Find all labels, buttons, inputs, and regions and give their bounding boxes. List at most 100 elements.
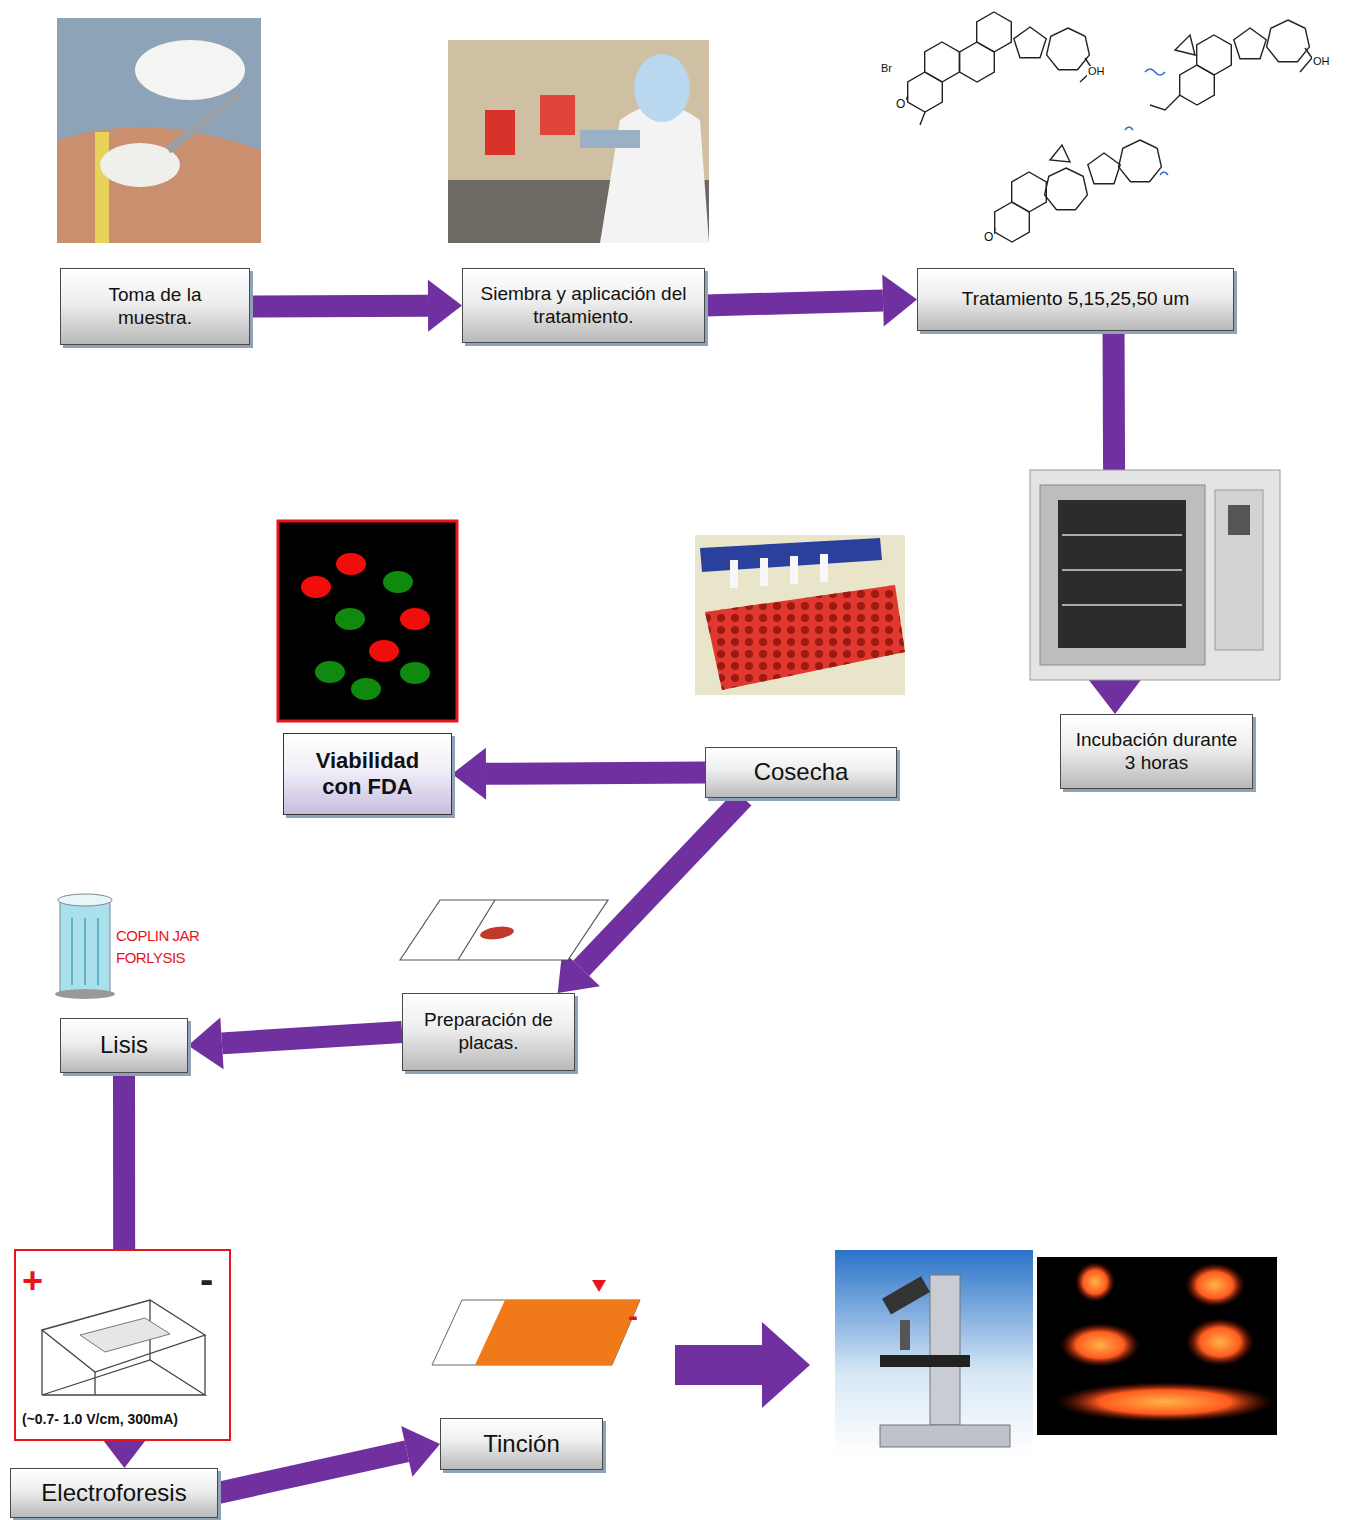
bond	[1150, 95, 1180, 110]
box-text: Incubación durante 3 horas	[1071, 729, 1242, 775]
arrow-shaft	[705, 300, 883, 305]
tank	[204, 1335, 205, 1395]
live-cell	[335, 608, 365, 630]
live-cell	[315, 661, 345, 683]
process-box: Electroforesis	[10, 1468, 218, 1518]
box-text: Viabilidad con FDA	[294, 748, 441, 801]
arm	[57, 127, 261, 243]
eyepiece	[882, 1276, 930, 1314]
staining-slide	[432, 1280, 640, 1365]
illustration-label: COPLIN JAR	[116, 928, 199, 944]
process-box: Siembra y aplicación del tratamiento.	[462, 268, 705, 343]
tank	[94, 1372, 95, 1395]
slide-in-jar	[71, 918, 73, 985]
ring	[1119, 140, 1162, 182]
red-flask	[485, 110, 515, 155]
arrow-head	[428, 280, 462, 332]
illustration-label: OH	[1087, 66, 1106, 78]
ring	[1045, 168, 1088, 210]
photo-ground	[448, 40, 709, 243]
tank	[42, 1300, 205, 1372]
comet-ground	[1037, 1257, 1277, 1435]
objective	[900, 1320, 910, 1350]
slide-outline	[432, 1300, 640, 1365]
bond	[1160, 172, 1168, 175]
box-text: Siembra y aplicación del tratamiento.	[473, 283, 694, 329]
shelf	[1062, 569, 1182, 571]
ring	[1047, 28, 1090, 70]
shelf	[1062, 534, 1182, 536]
bond	[1300, 48, 1312, 72]
gel	[80, 1318, 170, 1352]
photo-ground	[835, 1250, 1033, 1457]
red-rack	[705, 585, 905, 690]
illustration-label: O	[895, 98, 906, 111]
electrophoresis-tank	[15, 1250, 230, 1440]
ring	[1234, 28, 1266, 59]
ring	[1180, 65, 1215, 105]
incubator-door	[1040, 485, 1205, 665]
jar-rim	[58, 894, 112, 906]
process-box: Lisis	[60, 1018, 188, 1073]
rack	[580, 130, 640, 148]
slide-in-jar	[97, 918, 99, 985]
tank-frame	[15, 1250, 230, 1440]
tube	[790, 556, 798, 584]
illustration-label: (~0.7- 1.0 V/cm, 300mA)	[22, 1412, 178, 1427]
stained-gel	[475, 1300, 640, 1365]
incubator	[1030, 470, 1280, 680]
ring	[995, 202, 1030, 242]
arrow-head	[401, 1426, 440, 1477]
tourniquet	[95, 132, 109, 243]
illustration-label: OH	[1312, 56, 1331, 68]
control-panel	[1215, 490, 1263, 650]
box-text: Preparación de placas.	[413, 1009, 564, 1055]
marker-triangle	[592, 1280, 606, 1292]
tube	[730, 560, 738, 588]
microscope-base	[880, 1425, 1010, 1447]
microscope-stage	[880, 1355, 970, 1367]
tank	[42, 1360, 205, 1395]
display	[1228, 505, 1250, 535]
process-box: Viabilidad con FDA	[283, 733, 452, 815]
viability-image	[278, 521, 457, 721]
box-text: Cosecha	[754, 758, 849, 787]
illustration-label: -	[628, 1300, 638, 1332]
photo-ground	[57, 18, 261, 243]
tube-rack-photo	[695, 535, 905, 695]
illustration-label: O	[983, 231, 994, 244]
blood-sample-photo	[57, 18, 261, 243]
syringe	[168, 92, 242, 150]
arrow-head	[1089, 680, 1141, 714]
comet	[1186, 1318, 1254, 1366]
live-cell	[400, 662, 430, 684]
microscope-arm	[930, 1275, 960, 1425]
process-box: Preparación de placas.	[402, 993, 575, 1071]
shelf	[1062, 604, 1182, 606]
process-box: Incubación durante 3 horas	[1060, 714, 1253, 789]
dead-cell	[301, 576, 331, 598]
comet	[1055, 1382, 1275, 1422]
box-text: Tratamiento 5,15,25,50 um	[962, 288, 1189, 311]
ring	[1267, 20, 1310, 62]
tank	[41, 1330, 42, 1395]
glove	[135, 40, 245, 100]
incubator-window	[1058, 500, 1186, 648]
jar	[60, 900, 110, 992]
illustration-label: +	[22, 1262, 43, 1300]
box-text: Lisis	[100, 1031, 148, 1060]
red-flask	[540, 95, 575, 135]
viability-ground	[278, 521, 457, 721]
box-text: Electroforesis	[41, 1479, 186, 1508]
tube	[760, 558, 768, 586]
arrow-shaft	[486, 773, 705, 774]
arrow-shaft	[218, 1451, 407, 1493]
illustration-label: -	[200, 1258, 213, 1300]
arrow-shaft	[250, 295, 428, 318]
process-box: Cosecha	[705, 747, 897, 798]
comet-image	[1037, 1257, 1277, 1435]
process-box: Tratamiento 5,15,25,50 um	[917, 268, 1234, 331]
dead-cell	[336, 553, 366, 575]
flow-arrow	[675, 1322, 810, 1408]
